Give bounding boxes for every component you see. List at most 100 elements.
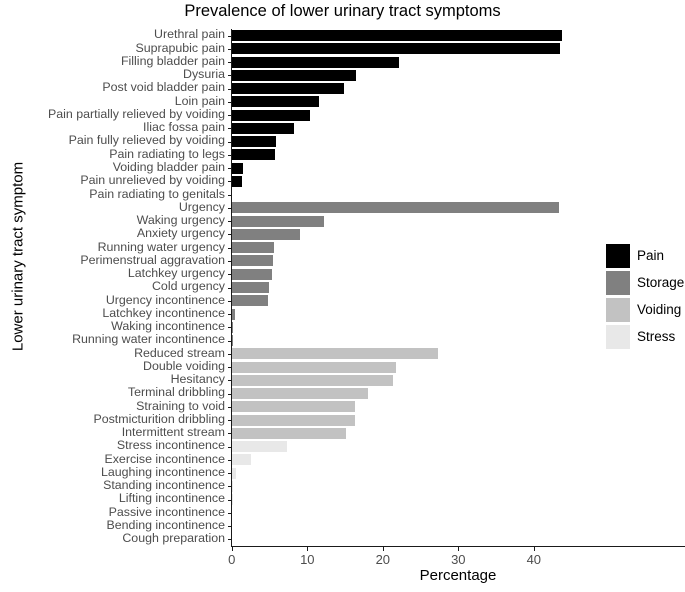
y-tick-label: Bending incontinence	[106, 517, 226, 532]
y-tick-mark	[227, 473, 232, 475]
y-tick-label: Cold urgency	[151, 279, 225, 294]
y-tick-label: Waking urgency	[136, 213, 225, 228]
bar	[231, 401, 355, 413]
y-tick-label: Urgency incontinence	[105, 292, 225, 307]
y-tick-label: Hesitancy	[170, 372, 225, 387]
y-tick-mark	[227, 367, 232, 369]
bar	[231, 295, 269, 307]
x-tick-label: 30	[451, 552, 466, 567]
y-tick-label: Reduced stream	[134, 345, 225, 360]
y-tick-label: Laughing incontinence	[100, 464, 225, 479]
y-tick-mark	[227, 154, 232, 156]
x-tick-label: 10	[300, 552, 315, 567]
legend-label: Stress	[637, 329, 676, 344]
y-tick-label: Pain partially relieved by voiding	[47, 106, 225, 121]
bar	[231, 321, 233, 333]
bar	[231, 467, 236, 479]
bar	[231, 175, 243, 187]
y-tick-mark	[227, 260, 232, 262]
y-tick-label: Running water incontinence	[72, 332, 225, 347]
y-tick-label: Iliac fossa pain	[143, 120, 225, 135]
y-tick-mark	[227, 247, 232, 249]
bar	[231, 228, 300, 240]
bar	[231, 109, 311, 121]
legend-label: Pain	[637, 248, 665, 263]
y-tick-label: Urgency	[178, 199, 225, 214]
legend-swatch-stress	[606, 325, 630, 349]
y-tick-label: Stress incontinence	[116, 438, 225, 453]
y-tick-mark	[227, 486, 232, 488]
y-tick-mark	[227, 287, 232, 289]
y-tick-mark	[227, 101, 232, 103]
y-tick-label: Running water urgency	[97, 239, 225, 254]
bar	[231, 202, 559, 214]
x-tick-label: 20	[375, 552, 391, 567]
y-tick-mark	[227, 141, 232, 143]
bar	[231, 136, 277, 148]
y-tick-mark	[227, 539, 232, 541]
x-tick-mark	[307, 546, 309, 551]
y-tick-mark	[227, 526, 232, 528]
y-tick-label: Pain radiating to legs	[109, 146, 225, 161]
y-tick-label: Terminal dribbling	[127, 385, 225, 400]
y-tick-mark	[227, 300, 232, 302]
bar	[231, 30, 563, 42]
legend-label: Voiding	[637, 302, 682, 317]
bar	[231, 96, 320, 108]
y-tick-label: Passive incontinence	[108, 504, 225, 519]
y-tick-mark	[227, 128, 232, 130]
bar	[231, 441, 287, 453]
x-axis-title: Percentage	[419, 567, 497, 584]
bar	[231, 480, 233, 492]
bar	[231, 282, 269, 293]
bar	[231, 268, 272, 280]
y-tick-mark	[227, 88, 232, 90]
y-tick-label: Cough preparation	[122, 531, 225, 546]
bar	[231, 43, 561, 55]
y-tick-label: Urethral pain	[154, 27, 225, 42]
y-tick-label: Dysuria	[183, 67, 225, 82]
bar	[231, 122, 295, 134]
y-tick-label: Waking incontinence	[111, 319, 225, 334]
y-tick-mark	[227, 380, 232, 382]
y-tick-mark	[227, 62, 232, 64]
legend-swatch-pain	[606, 244, 630, 268]
y-tick-label: Suprapubic pain	[135, 40, 225, 55]
y-tick-mark	[227, 194, 232, 196]
y-tick-label: Post void bladder pain	[102, 80, 225, 95]
y-tick-mark	[227, 499, 232, 501]
x-tick-mark	[533, 546, 535, 551]
y-tick-label: Intermittent stream	[121, 425, 225, 440]
y-tick-label: Voiding bladder pain	[112, 159, 225, 174]
y-tick-mark	[227, 48, 232, 50]
bar	[231, 255, 274, 267]
y-tick-mark	[227, 446, 232, 448]
bar	[231, 374, 394, 386]
y-tick-mark	[227, 35, 232, 37]
y-tick-label: Loin pain	[174, 93, 225, 108]
y-tick-mark	[227, 75, 232, 77]
y-tick-label: Pain fully relieved by voiding	[68, 133, 225, 148]
y-tick-mark	[227, 314, 232, 315]
bar	[231, 361, 397, 373]
y-tick-label: Pain unrelieved by voiding	[80, 173, 225, 188]
x-tick-mark	[382, 546, 384, 551]
y-axis-title: Lower urinary tract symptom	[9, 161, 27, 352]
bar	[231, 56, 399, 68]
x-axis-line	[231, 545, 685, 547]
bar	[231, 242, 275, 254]
chart-title: Prevalence of lower urinary tract sympto…	[184, 2, 501, 20]
y-tick-mark	[227, 221, 232, 223]
y-tick-label: Latchkey urgency	[127, 266, 225, 281]
y-tick-label: Exercise incontinence	[104, 451, 225, 466]
y-tick-mark	[227, 115, 232, 117]
x-tick-mark	[458, 546, 460, 551]
y-tick-mark	[227, 353, 232, 355]
y-tick-mark	[227, 234, 232, 236]
bar	[231, 335, 233, 347]
bar	[231, 162, 244, 174]
x-tick-label: 0	[228, 552, 236, 567]
y-tick-label: Lifting incontinence	[118, 491, 225, 506]
bar	[231, 388, 368, 400]
bar	[231, 69, 356, 81]
